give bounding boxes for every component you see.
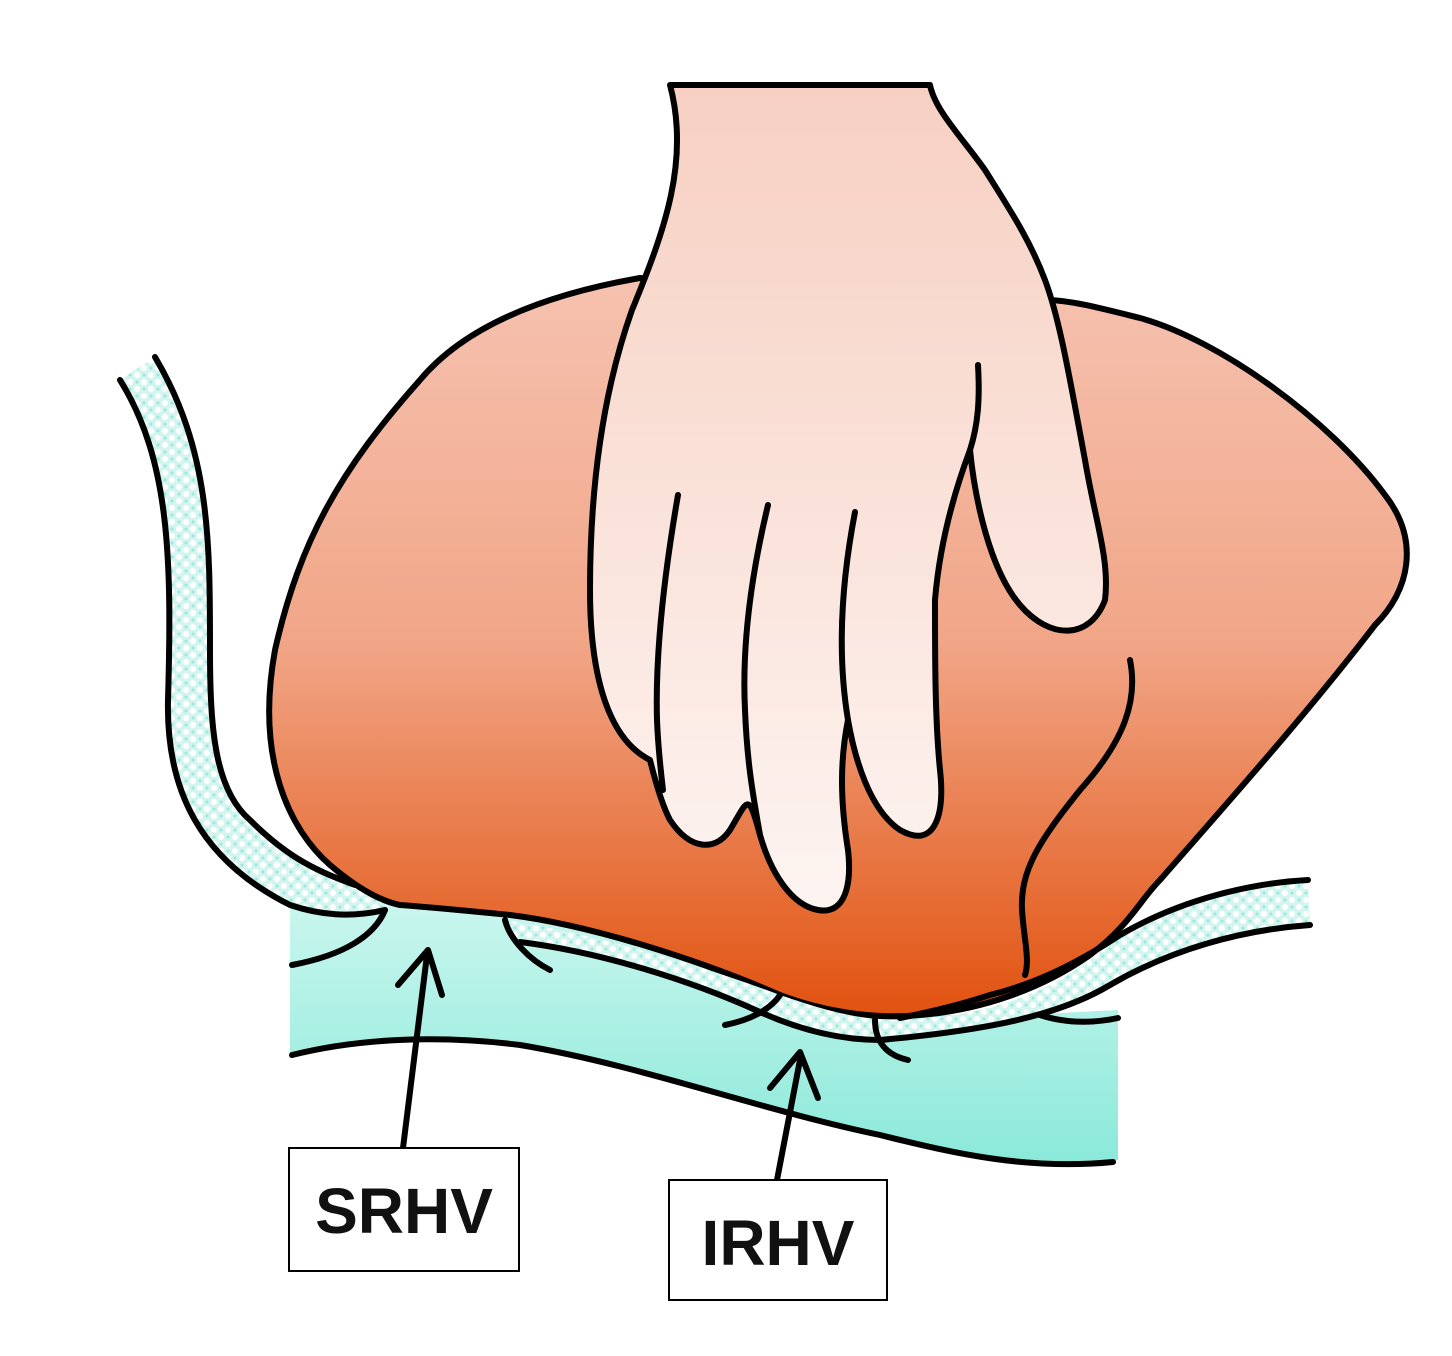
vein-tributaries: [289, 907, 1121, 1063]
irhv-label-box: [668, 1179, 888, 1301]
left-membrane-fill: [120, 357, 390, 915]
srhv-vein-left: [289, 907, 388, 968]
ivc-lower-edge: [289, 1036, 1116, 1168]
hand-shape: [587, 82, 1109, 914]
srhv-label-box: [288, 1147, 520, 1272]
right-membrane: [505, 877, 1313, 1043]
srhv-label: SRHV: [315, 1175, 493, 1247]
membrane-tail: [1037, 1012, 1121, 1025]
irhv-arrow-shaft: [774, 1057, 803, 1183]
srhv-vein-right: [502, 917, 553, 973]
right-membrane-fill: [505, 880, 1310, 1040]
finger-line-4: [967, 362, 982, 453]
srhv-callout: SRHV: [288, 947, 520, 1272]
irhv-vein-left: [722, 992, 783, 1028]
finger-line-2: [741, 502, 771, 838]
irhv-arrow-head: [767, 1049, 821, 1101]
finger-line-3: [838, 509, 858, 723]
right-membrane-lower-edge: [517, 922, 1313, 1043]
srhv-arrow-shaft: [400, 952, 430, 1151]
ivc: [289, 905, 1118, 1168]
ivc-fill: [290, 905, 1118, 1165]
irhv-callout: IRHV: [668, 1049, 888, 1301]
left-membrane-inner-edge: [152, 354, 358, 888]
left-membrane: [117, 354, 390, 918]
hand: [587, 82, 1109, 914]
left-membrane-outer-edge: [117, 377, 388, 918]
irhv-vein-right: [872, 1017, 911, 1063]
finger-line-1: [653, 492, 681, 793]
liver-fissure: [1018, 657, 1136, 978]
srhv-arrow-head: [395, 947, 445, 998]
right-membrane-upper-edge: [897, 877, 1311, 1021]
irhv-label: IRHV: [702, 1207, 855, 1279]
